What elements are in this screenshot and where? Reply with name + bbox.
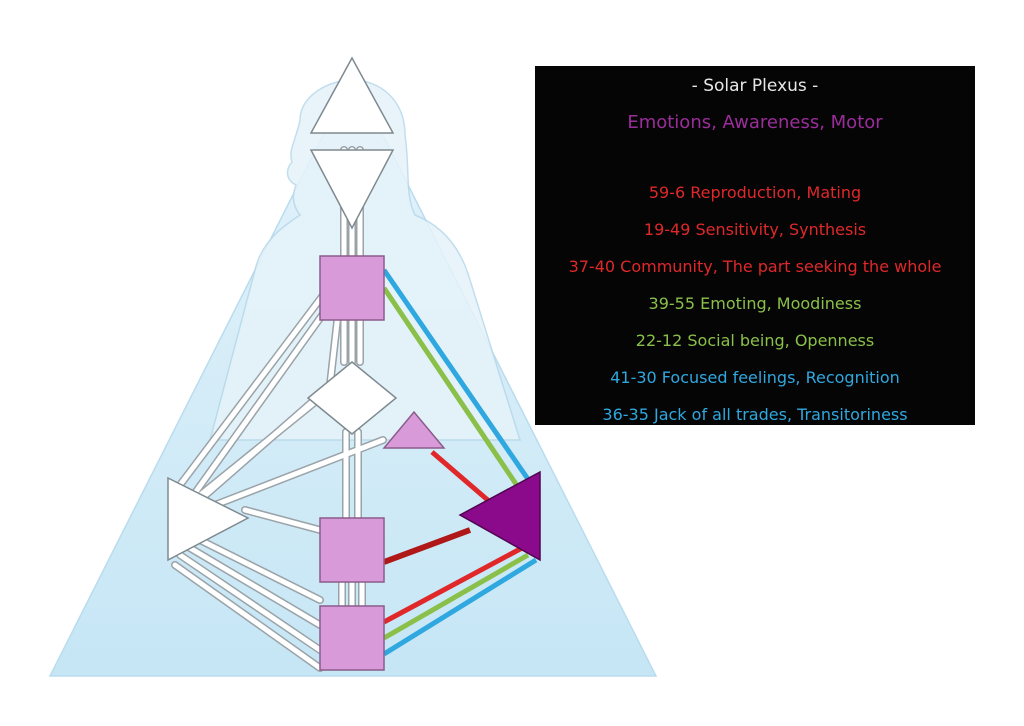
channel-green-root [382,552,530,641]
g-center [306,361,398,435]
legend-panel: - Solar Plexus - Emotions, Awareness, Mo… [535,66,975,425]
channel-item: 37-40 Community, The part seeking the wh… [568,257,942,276]
channel-red-root [382,545,524,625]
legend-subtitle: Emotions, Awareness, Motor [627,112,883,133]
channel-darkred-sacral [382,527,472,565]
channel-item: 36-35 Jack of all trades, Transitoriness [602,405,908,424]
legend-title: - Solar Plexus - [691,76,819,96]
channel-item: 59-6 Reproduction, Mating [648,183,862,202]
head-center [309,56,395,134]
channel-green-throat [381,286,523,492]
centers [167,56,541,671]
channel-item: 41-30 Focused feelings, Recognition [610,368,900,387]
throat-center [319,255,385,321]
undefined-channels [171,146,387,672]
channel-item: 19-49 Sensitivity, Synthesis [643,220,867,239]
spleen-center [167,476,250,562]
channel-blue-throat [381,268,535,487]
solar-plexus-center [458,470,541,562]
ajna-center [309,149,395,230]
channel-red-heart [430,450,492,504]
channel-item: 22-12 Social being, Openness [635,331,875,350]
channel-list: 59-6 Reproduction, Mating 19-49 Sensitiv… [535,182,975,441]
sacral-center [319,517,385,583]
channel-item: 39-55 Emoting, Moodiness [648,294,862,313]
channel-blue-root [382,557,538,657]
defined-channels [381,268,538,657]
heart-center [382,410,446,449]
root-center [319,605,385,671]
